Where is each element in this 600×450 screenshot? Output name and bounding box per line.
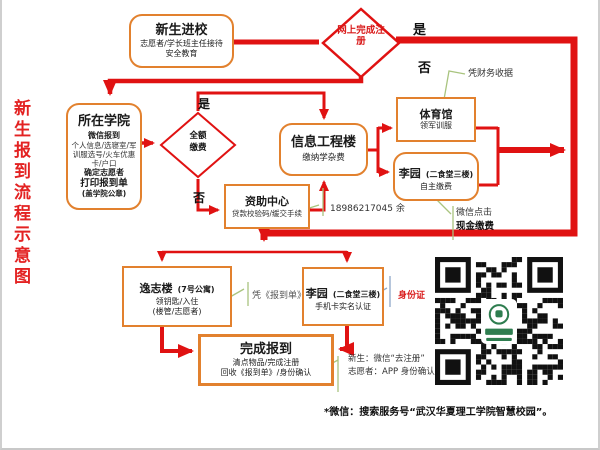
page-title: 新生报到流程示意图 xyxy=(10,99,30,288)
box-college-detail1: 个人信息/选寝室/军 xyxy=(71,140,137,150)
qr-code xyxy=(435,257,563,385)
box-yizhi-title: 逸志楼 xyxy=(139,281,173,295)
connector-d1-yes-main xyxy=(257,36,578,242)
label-phone: 18986217045 余 xyxy=(330,204,405,214)
diamond2-label: 全额 缴费 xyxy=(180,131,216,155)
label-cash-pay: 现金缴费 xyxy=(456,221,495,232)
diamond2-label-line1: 全额 xyxy=(189,131,207,141)
diamond1-label-line1: 网上完成注 xyxy=(337,25,385,36)
box-college-detail3: 卡/户口 xyxy=(91,158,117,168)
box-yizhi-sub1: 领钥匙/入住 xyxy=(155,296,199,306)
box-liyuan-canteen-paren: (二食堂三楼) xyxy=(425,169,474,179)
connector-d2-yes xyxy=(196,91,329,120)
box-aid-center: 资助中心 贷款校验码/缓交手续 xyxy=(224,184,310,229)
box-finish: 完成报到 清点物品/完成注册 回收《报到单》/身份确认 xyxy=(198,334,334,386)
box-college: 所在学院 微信报到 个人信息/选寝室/军 训服选号/火车优惠 卡/户口 确定志愿… xyxy=(66,103,142,210)
box-liyuan-phone: 李园 (二食堂三楼) 手机卡实名认证 xyxy=(302,267,384,326)
box-liyuan-phone-sub: 手机卡实名认证 xyxy=(315,301,371,311)
diamond2-label-line2: 缴费 xyxy=(189,142,207,153)
box-liyuan-canteen: 李园 (二食堂三楼) 自主缴费 xyxy=(393,152,479,201)
box-college-print: 打印报到单 xyxy=(80,177,128,189)
box-college-wechat: 微信报到 xyxy=(88,130,120,140)
box-start-title: 新生进校 xyxy=(155,22,208,38)
box-info-building: 信息工程楼 缴纳学杂费 xyxy=(279,123,368,176)
box-gym-title: 体育馆 xyxy=(419,107,453,121)
label-id-card: 身份证 xyxy=(398,291,426,301)
connector-d2-no xyxy=(196,179,220,215)
box-college-volunteer: 确定志愿者 xyxy=(84,167,124,177)
box-yizhi-paren: (7号公寓) xyxy=(177,284,215,294)
connector-yizhi-to-finish xyxy=(160,327,194,358)
box-start: 新生进校 志愿者/学长班主任接待 安全教育 xyxy=(129,14,234,68)
box-liyuan-canteen-title: 李园 xyxy=(398,166,421,180)
label-receipt: 凭财务收据 xyxy=(468,69,514,79)
label-finish-note2: 志愿者：APP 身份确认 xyxy=(348,367,435,377)
box-finish-title: 完成报到 xyxy=(239,341,292,357)
label-d1-no: 否 xyxy=(418,61,432,76)
label-wechat-click: 微信点击 xyxy=(456,208,493,218)
box-college-title: 所在学院 xyxy=(77,114,130,130)
box-yizhi-sub2: (楼管/志愿者) xyxy=(152,306,202,316)
box-yizhi-title-row: 逸志楼 (7号公寓) xyxy=(124,277,230,297)
diamond1-label-line2: 册 xyxy=(356,35,366,47)
box-finish-sub1: 清点物品/完成注册 xyxy=(232,358,300,368)
diamond-full-payment xyxy=(159,111,237,179)
label-d2-no: 否 xyxy=(193,191,206,205)
box-start-sub2: 安全教育 xyxy=(165,49,198,59)
box-liyuan-canteen-title-row: 李园 (二食堂三楼) xyxy=(395,162,477,182)
box-college-seal: (盖学院公章) xyxy=(81,189,127,199)
box-info-title: 信息工程楼 xyxy=(290,135,356,151)
box-yizhi-dorm: 逸志楼 (7号公寓) 领钥匙/入住 (楼管/志愿者) xyxy=(122,266,232,327)
connector-d1-no xyxy=(103,76,364,96)
box-liyuan-phone-title-row: 李园 (二食堂三楼) xyxy=(304,282,382,302)
box-aid-sub: 贷款校验码/缓交手续 xyxy=(231,208,303,218)
box-finish-sub2: 回收《报到单》/身份确认 xyxy=(220,368,312,378)
diamond-online-registration xyxy=(321,7,401,79)
label-d2-yes: 是 xyxy=(198,97,211,111)
box-start-sub1: 志愿者/学长班主任接待 xyxy=(140,39,223,49)
box-liyuan-phone-paren: (二食堂三楼) xyxy=(332,289,381,299)
diamond1-label: 网上完成注 册 xyxy=(326,25,396,48)
box-college-detail2: 训服选号/火车优惠 xyxy=(72,149,136,159)
box-liyuan-phone-title: 李园 xyxy=(305,286,328,300)
box-liyuan-canteen-sub: 自主缴费 xyxy=(420,181,452,191)
label-finish-note1: 新生：微信“去注册” xyxy=(348,354,425,364)
box-gym: 体育馆 领军训服 xyxy=(396,97,476,142)
label-report-slip: 凭《报到单》 xyxy=(252,291,307,301)
connector-merge-bracket xyxy=(476,126,500,187)
connector-info-bracket xyxy=(368,127,380,173)
box-gym-sub: 领军训服 xyxy=(420,121,452,131)
connector-liyuan2-to-finish xyxy=(338,326,354,356)
box-info-sub: 缴纳学杂费 xyxy=(302,153,345,164)
box-aid-title: 资助中心 xyxy=(245,195,289,209)
label-d1-yes: 是 xyxy=(413,23,427,38)
footnote: *微信：搜索服务号“武汉华夏理工学院智慧校园”。 xyxy=(324,407,553,418)
connector-aid-to-info xyxy=(310,180,329,212)
